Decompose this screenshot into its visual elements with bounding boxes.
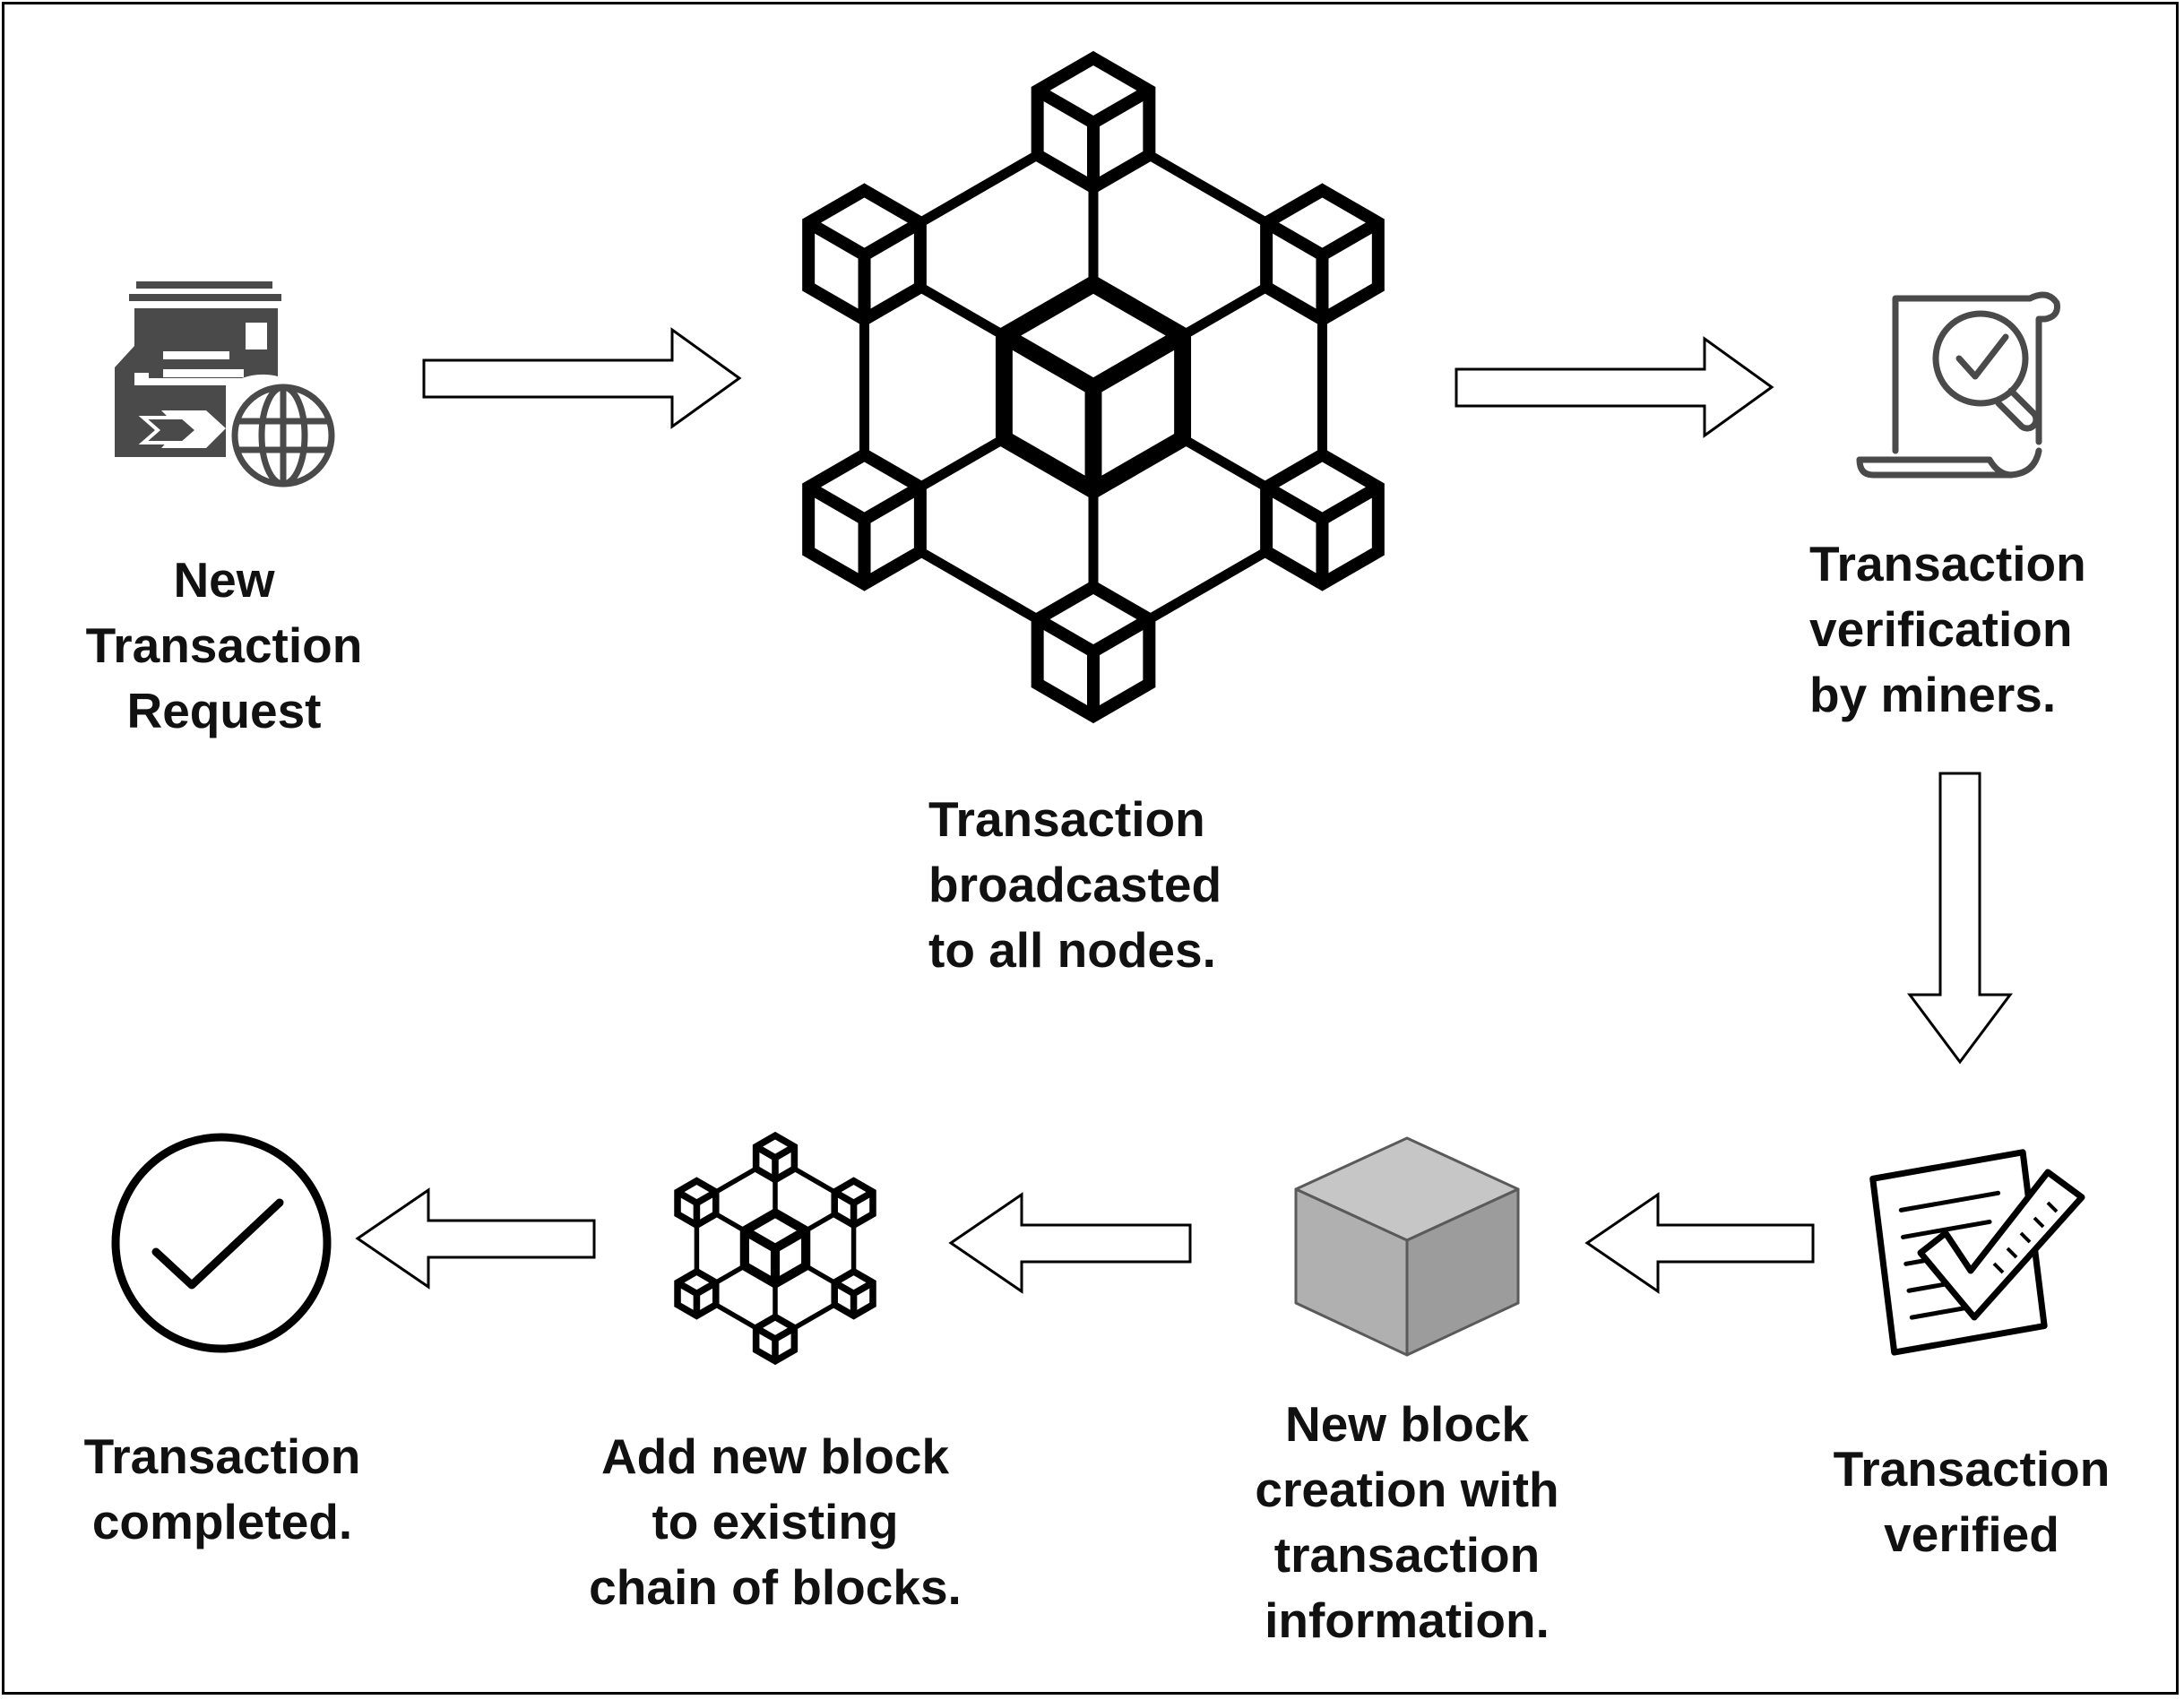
gray-cube-icon (1294, 1136, 1520, 1357)
label-new-block-creation: New block creation with transaction info… (1255, 1396, 1559, 1648)
node-cube-1-edges (754, 1143, 797, 1180)
node-cube-6-edges (676, 1188, 718, 1226)
check-circle-icon (111, 1133, 332, 1353)
node-cube-2-edges (833, 1188, 875, 1226)
arrow-down (1907, 772, 2013, 1065)
arrow-left-1 (1584, 1192, 1815, 1294)
node-cube-center-edges (999, 328, 1187, 490)
small-node-network-icon (674, 1131, 876, 1366)
node-cube-3-edges (1263, 481, 1382, 584)
label-transaction-verification: Transaction verification by miners. (1809, 536, 2086, 722)
node-cube-1-edges (1034, 84, 1152, 187)
label-add-new-block: Add new block to existing chain of block… (589, 1428, 962, 1615)
node-network-icon (802, 50, 1385, 724)
label-transaction-broadcasted: Transaction broadcasted to all nodes. (928, 791, 1222, 978)
node-cube-6-edges (805, 217, 924, 320)
checked-document-icon (1869, 1149, 2085, 1356)
arrow-right-2 (1455, 336, 1774, 438)
document-magnifier-check-icon (1856, 291, 2060, 479)
mail-globe-icon (115, 281, 335, 488)
arrow-left-2 (948, 1192, 1192, 1294)
label-new-transaction-request: New Transaction Request (85, 552, 363, 738)
arrow-left-3 (355, 1187, 596, 1290)
node-cube-center-edges (742, 1226, 808, 1284)
node-cube-4-edges (754, 1325, 797, 1361)
node-cube-3-edges (833, 1279, 875, 1316)
node-cube-5-edges (805, 481, 924, 584)
label-transaction-verified: Transaction verified (1833, 1441, 2111, 1562)
node-cube-4-edges (1034, 613, 1152, 716)
label-transaction-completed: Transaction completed. (83, 1428, 361, 1549)
node-cube-2-edges (1263, 217, 1382, 320)
arrow-right-1 (422, 327, 742, 429)
node-cube-5-edges (676, 1279, 718, 1316)
